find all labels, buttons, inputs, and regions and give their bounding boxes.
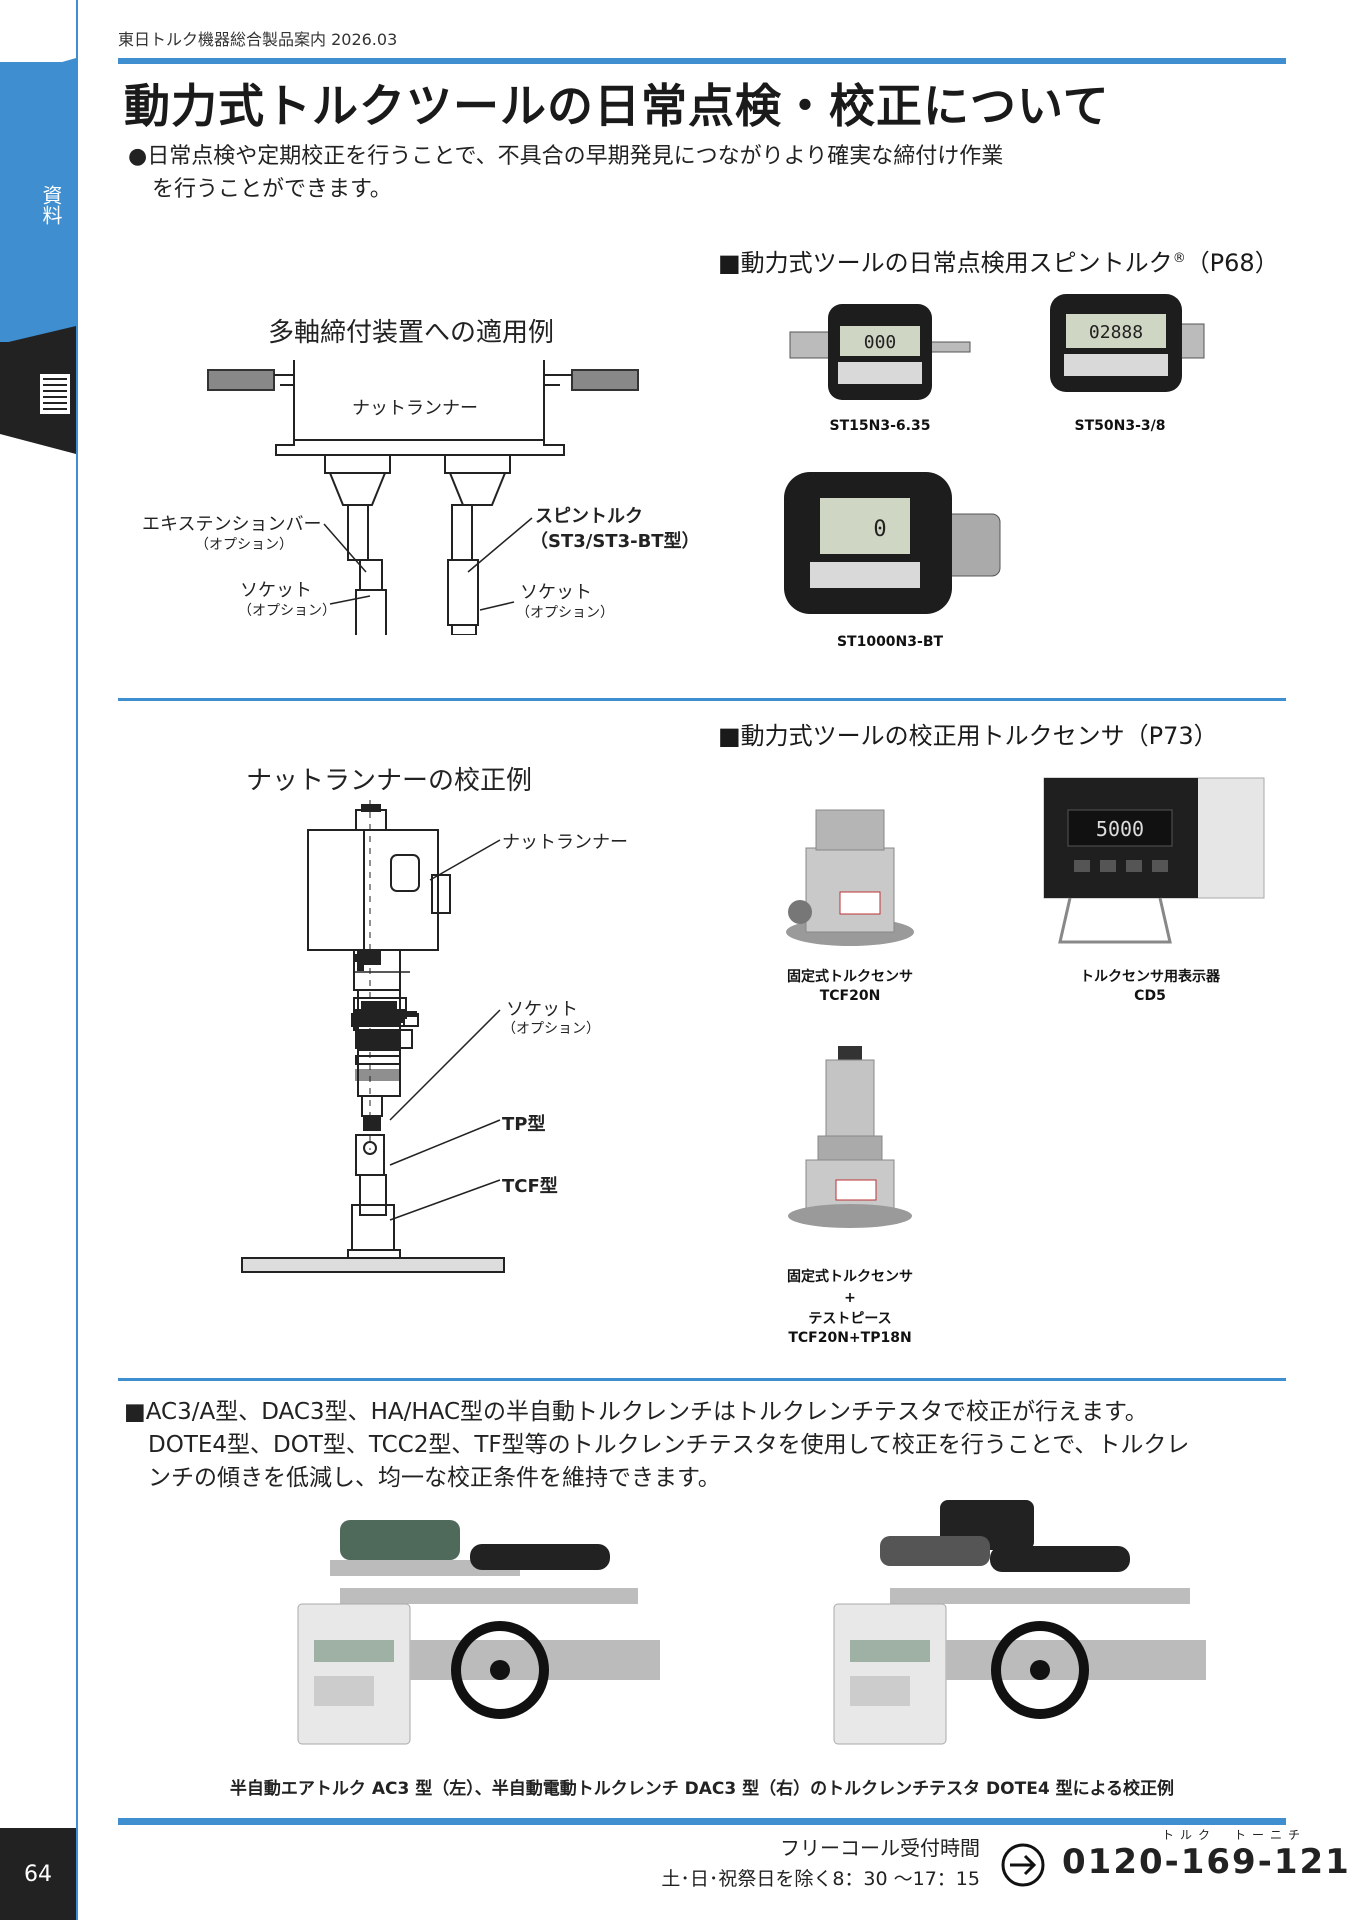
section1-heading-mark: ® xyxy=(1172,251,1186,266)
page-title: 動力式トルクツールの日常点検・校正について xyxy=(124,79,1110,133)
side-tab xyxy=(0,62,76,342)
section2-heading: ■動力式ツールの校正用トルクセンサ（P73） xyxy=(718,722,1218,750)
section3-text: ■AC3/A型、DAC3型、HA/HAC型の半自動トルクレンチはトルクレンチテス… xyxy=(124,1396,1298,1495)
product-name-cd5: トルクセンサ用表示器 xyxy=(1080,969,1220,985)
product-model-tcf20n-tp18n: TCF20N+TP18N xyxy=(788,1330,912,1346)
photo-ac3-tester xyxy=(297,1520,660,1745)
section1-heading: ■動力式ツールの日常点検用スピントルク®（P68） xyxy=(718,243,1279,278)
section1-heading-text: ■動力式ツールの日常点検用スピントルク xyxy=(718,249,1173,277)
product-image-tcf20n-tp18n xyxy=(788,1046,912,1228)
section-divider-1 xyxy=(118,698,1286,701)
label-socket-2-option: （オプション） xyxy=(502,1021,600,1037)
diagram1-title: 多軸締付装置への適用例 xyxy=(268,318,555,348)
product-model-tcf20n: TCF20N xyxy=(819,988,881,1004)
side-rule xyxy=(76,0,78,1920)
label-socket-2: ソケット xyxy=(506,999,578,1020)
display-st15n3: 000 xyxy=(864,332,897,353)
page-number: 64 xyxy=(0,1828,76,1920)
product-image-st50n3: 02888 xyxy=(1050,294,1205,392)
phone-ruby: トルク トーニチ xyxy=(1162,1828,1307,1842)
footer-rule xyxy=(118,1818,1286,1825)
diagram1-leaders xyxy=(323,517,533,611)
label-nutrunner-2: ナットランナー xyxy=(502,832,628,853)
side-tab-top-corner xyxy=(0,58,76,80)
photo-dac3-tester xyxy=(833,1500,1206,1745)
intro-line-2: を行うことができます。 xyxy=(152,177,392,202)
display-cd5: 5000 xyxy=(1096,817,1144,841)
model-st50n3: ST50N3-3/8 xyxy=(1074,418,1166,434)
arrow-right-circle-icon xyxy=(1001,1843,1045,1887)
product-image-cd5: 5000 xyxy=(1043,777,1265,944)
model-st15n3: ST15N3-6.35 xyxy=(829,418,931,434)
intro-text: ●日常点検や定期校正を行うことで、不具合の早期発見につながりより確実な締付け作業… xyxy=(128,140,1128,206)
label-spintorque-type: （ST3/ST3-BT型） xyxy=(530,531,700,552)
label-socket-right: ソケット xyxy=(520,582,592,603)
product-name-sensor-plus: 固定式トルクセンサ xyxy=(787,1269,913,1285)
display-st50n3: 02888 xyxy=(1089,322,1143,343)
side-tab-label: 資料 xyxy=(39,185,63,225)
photo-caption: 半自動エアトルク AC3 型（左）、半自動電動トルクレンチ DAC3 型（右）の… xyxy=(229,1779,1175,1799)
product-image-st15n3: 000 xyxy=(789,304,971,400)
section3-line-1: ■AC3/A型、DAC3型、HA/HAC型の半自動トルクレンチはトルクレンチテス… xyxy=(124,1399,1148,1425)
multi-axis-diagram xyxy=(207,360,639,635)
product-model-cd5: CD5 xyxy=(1134,988,1166,1004)
catalog-header: 東日トルク機器総合製品案内 2026.03 xyxy=(118,30,398,49)
model-st1000n3-bt: ST1000N3-BT xyxy=(836,634,944,650)
product-image-st1000n3-bt: 0 xyxy=(784,472,1001,614)
freecall-hours: 土･日･祝祭日を除く8：30 ～17：15 xyxy=(661,1868,980,1890)
calibration-diagram xyxy=(241,800,505,1273)
side-tab-dark-corner xyxy=(0,326,76,344)
label-socket-left-option: （オプション） xyxy=(238,603,336,619)
product-name-tcf20n: 固定式トルクセンサ xyxy=(787,969,913,985)
label-extension-bar: エキステンションバー xyxy=(142,514,322,535)
display-st1000n3-bt: 0 xyxy=(873,517,886,542)
label-socket-right-option: （オプション） xyxy=(516,605,614,621)
product-plus: + xyxy=(844,1290,856,1306)
label-tcf-type: TCF型 xyxy=(502,1176,558,1197)
section3-line-2: DOTE4型、DOT型、TCC2型、TF型等のトルクレンチテスタを使用して校正を… xyxy=(148,1432,1190,1458)
label-extension-bar-option: （オプション） xyxy=(195,537,293,553)
product-name-test-piece: テストピース xyxy=(808,1311,892,1327)
product-image-tcf20n xyxy=(786,809,914,946)
label-nutrunner-1: ナットランナー xyxy=(352,398,478,419)
freecall-label: フリーコール受付時間 xyxy=(780,1836,980,1860)
header-rule xyxy=(118,58,1286,64)
label-socket-left: ソケット xyxy=(240,580,312,601)
section-divider-2 xyxy=(118,1378,1286,1381)
document-icon xyxy=(38,372,72,416)
side-tab-dark-bottom xyxy=(0,434,76,454)
label-tp-type: TP型 xyxy=(502,1114,546,1135)
section1-heading-ref: （P68） xyxy=(1185,249,1279,277)
intro-line-1: ●日常点検や定期校正を行うことで、不具合の早期発見につながりより確実な締付け作業 xyxy=(128,144,1004,169)
diagram2-title: ナットランナーの校正例 xyxy=(246,766,533,796)
phone-number[interactable]: 0120-169-121 xyxy=(1062,1842,1351,1882)
label-spintorque: スピントルク xyxy=(535,506,643,527)
diagram2-leaders xyxy=(389,839,501,1221)
section3-line-3: ンチの傾きを低減し、均一な校正条件を維持できます。 xyxy=(148,1465,721,1491)
